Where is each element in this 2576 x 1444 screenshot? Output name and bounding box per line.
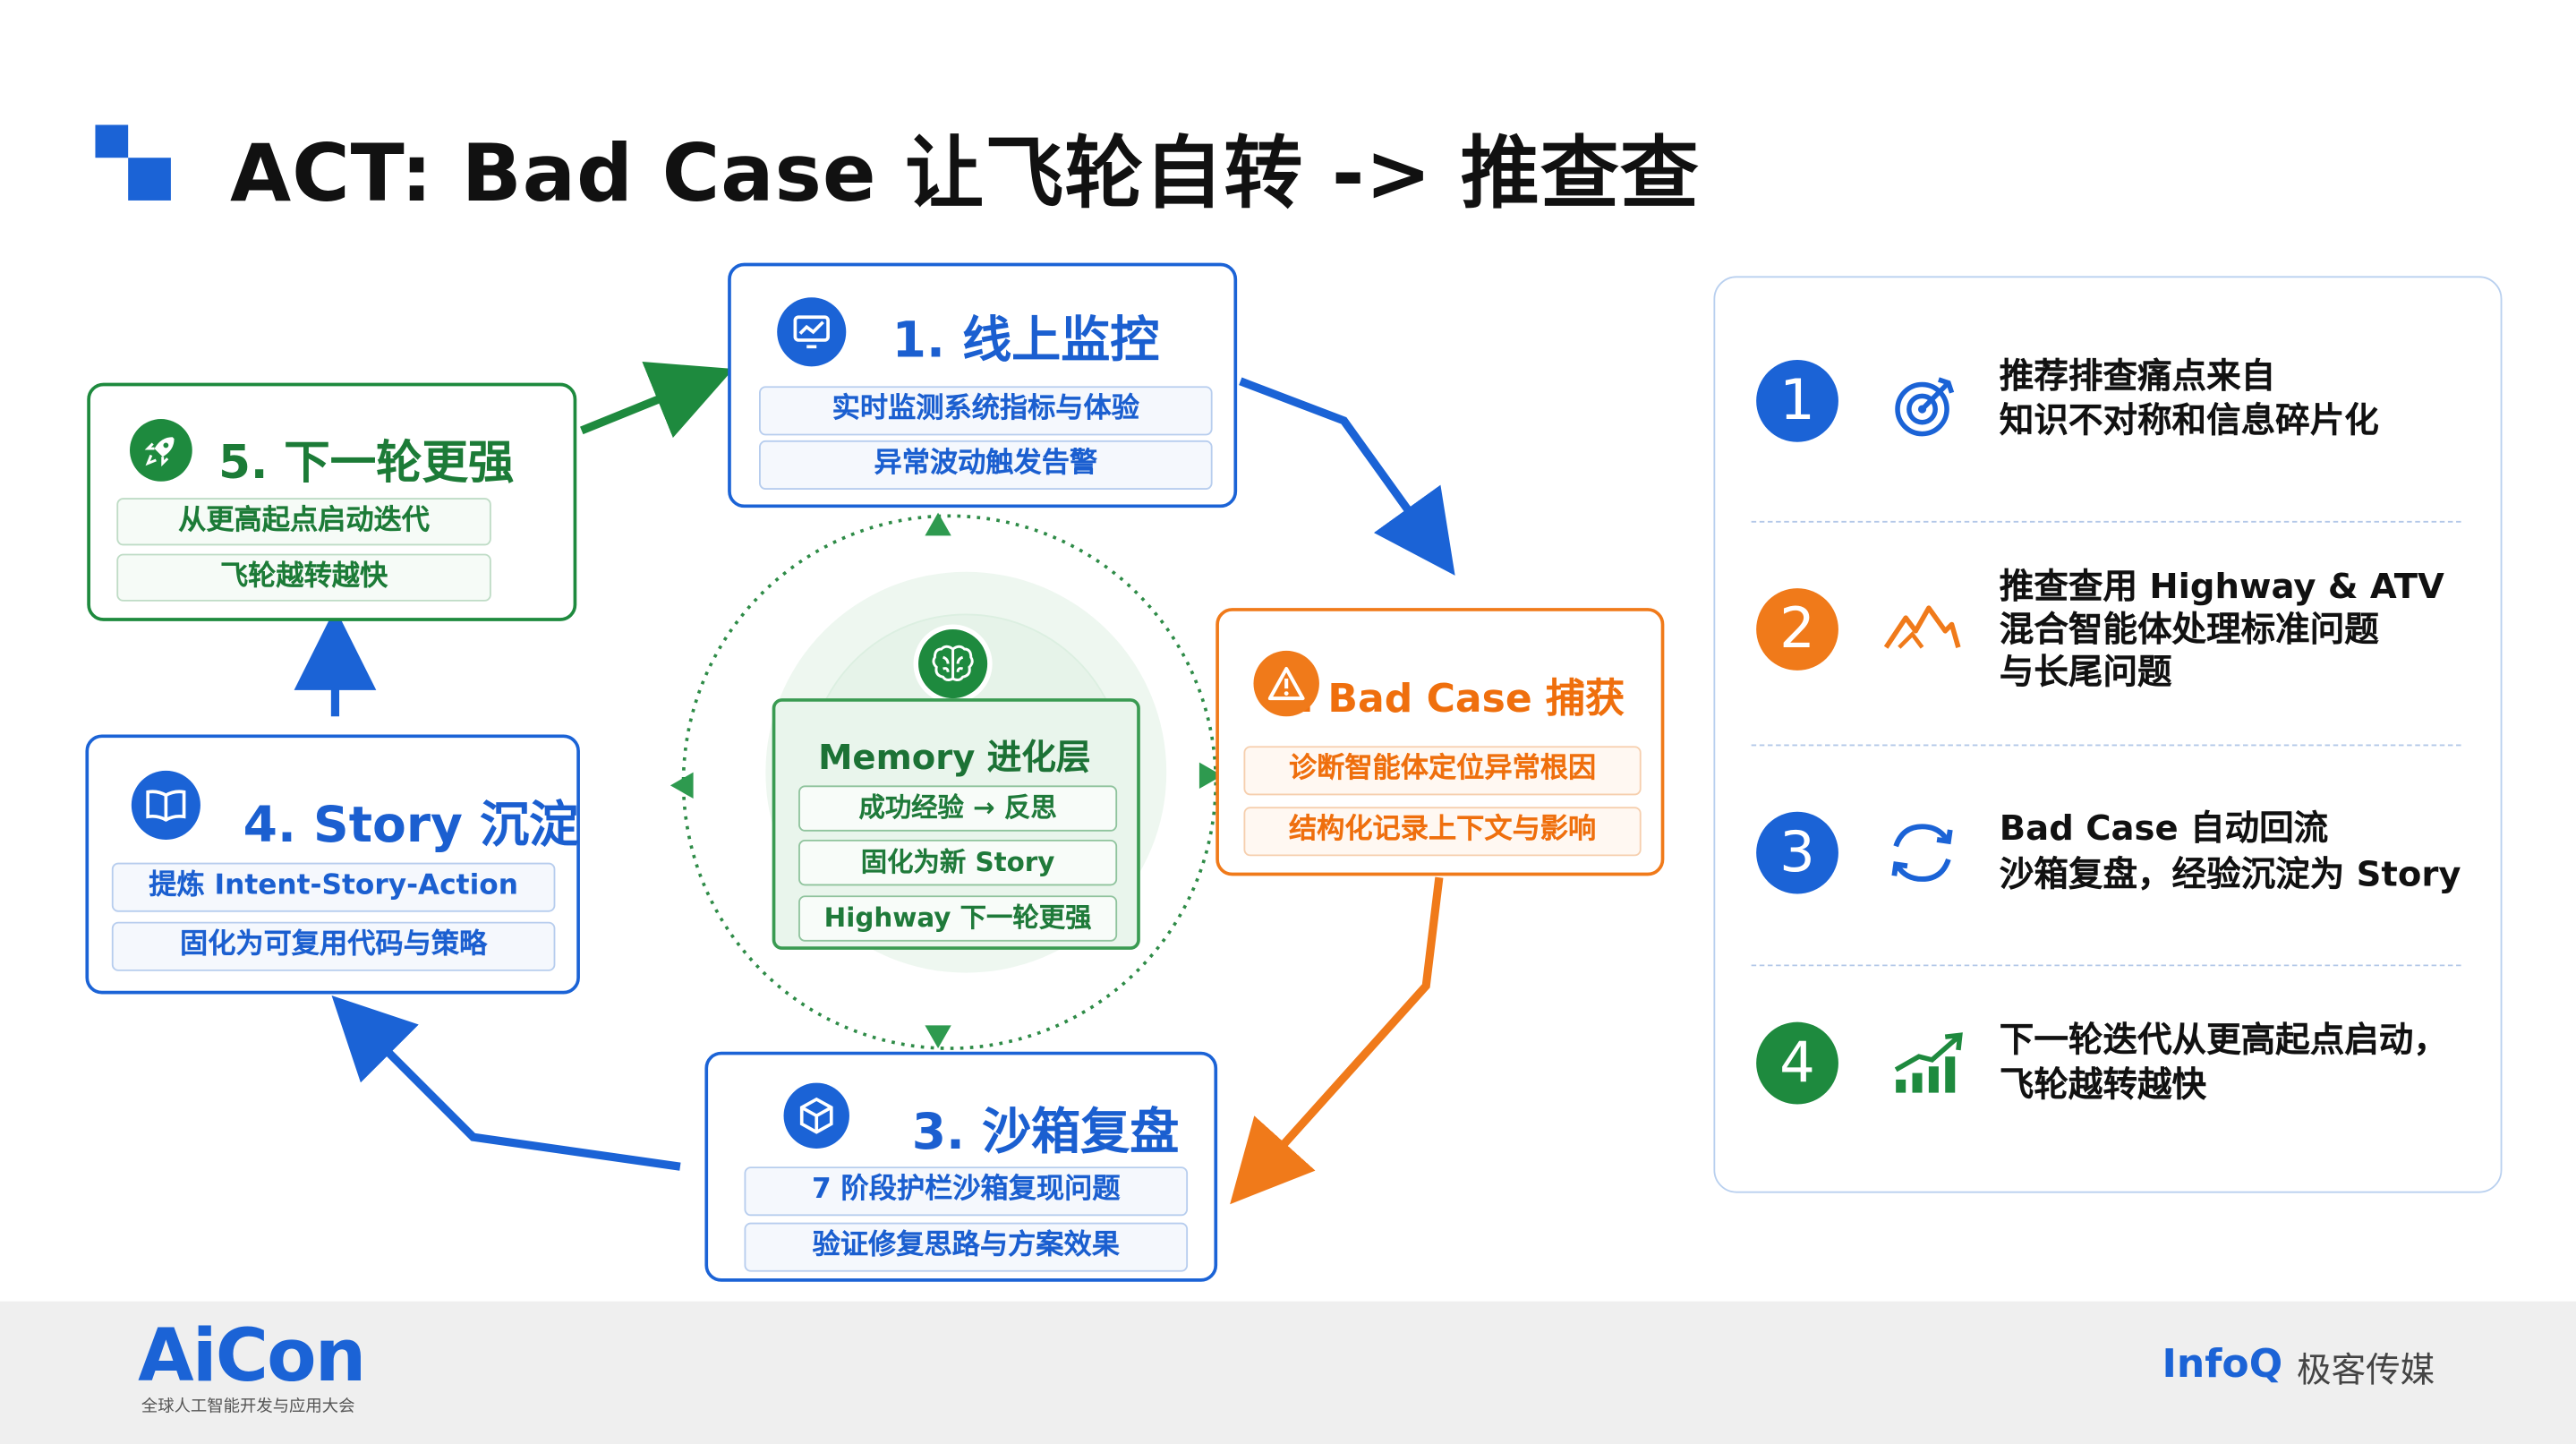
step-story-card: 4. Story 沉淀 提炼 Intent-Story-Action 固化为可复… xyxy=(85,734,580,995)
orbit-marker-bottom xyxy=(925,1025,951,1049)
panel-line: 与长尾问题 xyxy=(1999,652,2172,692)
panel-divider xyxy=(1751,744,2461,747)
panel-line: 推查查用 Highway & ATV xyxy=(1999,567,2444,607)
target-icon xyxy=(1889,370,1962,449)
mountain-peaks-icon xyxy=(1882,598,1961,663)
title-logo-icon xyxy=(95,124,174,203)
panel-number-badge: 2 xyxy=(1756,588,1838,671)
infoq-logo: InfoQ xyxy=(2162,1340,2283,1388)
panel-line: 沙箱复盘，经验沉淀为 Story xyxy=(1999,854,2461,894)
step-story-title: 4. Story 沉淀 xyxy=(243,797,579,855)
step-capture-item: 诊断智能体定位异常根因 xyxy=(1243,746,1642,796)
media-brand: 极客传媒 xyxy=(2297,1350,2435,1390)
memory-item: Highway 下一轮更强 xyxy=(798,895,1118,942)
orbit-marker-left xyxy=(670,772,694,799)
step-story-item: 固化为可复用代码与策略 xyxy=(111,921,556,971)
step-monitor-card: 1. 线上监控 实时监测系统指标与体验 异常波动触发告警 xyxy=(728,262,1238,508)
arrow-2-to-3 xyxy=(1230,876,1444,1205)
panel-line: 混合智能体处理标准问题 xyxy=(1999,609,2379,650)
aicon-logo: AiCon xyxy=(138,1314,366,1399)
panel-line: Bad Case 自动回流 xyxy=(1999,808,2329,849)
orbit-marker-right xyxy=(1198,762,1223,790)
panel-line: 飞轮越转越快 xyxy=(1999,1064,2207,1105)
step-monitor-item: 异常波动触发告警 xyxy=(759,440,1213,490)
page-title: ACT: Bad Case 让飞轮自转 -> 推查查 xyxy=(229,128,1700,220)
memory-layer-card: Memory 进化层 成功经验 → 反思 固化为新 Story Highway … xyxy=(772,698,1140,950)
panel-divider xyxy=(1751,520,2461,523)
step-capture-title: 2. Bad Case 捕获 xyxy=(1271,675,1625,722)
step-stronger-item: 从更高起点启动迭代 xyxy=(116,498,491,546)
step-story-item: 提炼 Intent-Story-Action xyxy=(111,862,556,912)
arrow-5-to-1 xyxy=(580,361,734,439)
step-review-title: 3. 沙箱复盘 xyxy=(911,1104,1180,1162)
step-capture-item: 结构化记录上下文与影响 xyxy=(1243,807,1642,857)
panel-number-badge: 4 xyxy=(1756,1021,1838,1105)
panel-number-badge: 3 xyxy=(1756,811,1838,894)
growth-chart-icon xyxy=(1889,1027,1968,1106)
step-review-item: 验证修复思路与方案效果 xyxy=(744,1222,1189,1272)
step-review-card: 3. 沙箱复盘 7 阶段护栏沙箱复现问题 验证修复思路与方案效果 xyxy=(704,1051,1218,1282)
cube-box-icon xyxy=(783,1082,849,1149)
panel-number-badge: 1 xyxy=(1756,359,1838,442)
warning-triangle-icon xyxy=(1253,650,1319,717)
brain-icon xyxy=(913,624,993,704)
aicon-subtitle: 全球人工智能开发与应用大会 xyxy=(141,1398,355,1417)
step-review-item: 7 阶段护栏沙箱复现问题 xyxy=(744,1166,1189,1217)
arrow-3-to-4 xyxy=(331,995,681,1171)
arrow-1-to-2 xyxy=(1239,377,1455,576)
monitor-chart-icon xyxy=(777,297,847,367)
panel-line: 下一轮迭代从更高起点启动， xyxy=(1999,1020,2448,1060)
panel-divider xyxy=(1751,964,2461,967)
step-capture-card: 2. Bad Case 捕获 诊断智能体定位异常根因 结构化记录上下文与影响 xyxy=(1215,608,1665,876)
panel-line: 推荐排查痛点来自 xyxy=(1999,356,2276,397)
rocket-icon xyxy=(130,419,192,482)
summary-panel: 1 推荐排查痛点来自 知识不对称和信息碎片化 2 推查查用 Highway & … xyxy=(1713,276,2503,1193)
panel-line: 知识不对称和信息碎片化 xyxy=(1999,400,2379,440)
step-monitor-item: 实时监测系统指标与体验 xyxy=(759,386,1213,436)
refresh-cycle-icon xyxy=(1886,816,1958,895)
memory-title: Memory 进化层 xyxy=(818,738,1091,778)
step-stronger-item: 飞轮越转越快 xyxy=(116,553,491,602)
footer: AiCon 全球人工智能开发与应用大会 InfoQ 极客传媒 xyxy=(0,1301,2576,1444)
orbit-marker-top xyxy=(925,512,951,536)
step-stronger-title: 5. 下一轮更强 xyxy=(218,435,515,490)
memory-item: 固化为新 Story xyxy=(798,839,1118,886)
open-book-icon xyxy=(131,770,200,840)
step-monitor-title: 1. 线上监控 xyxy=(891,312,1160,370)
step-stronger-card: 5. 下一轮更强 从更高起点启动迭代 飞轮越转越快 xyxy=(87,382,577,621)
memory-item: 成功经验 → 反思 xyxy=(798,785,1118,832)
